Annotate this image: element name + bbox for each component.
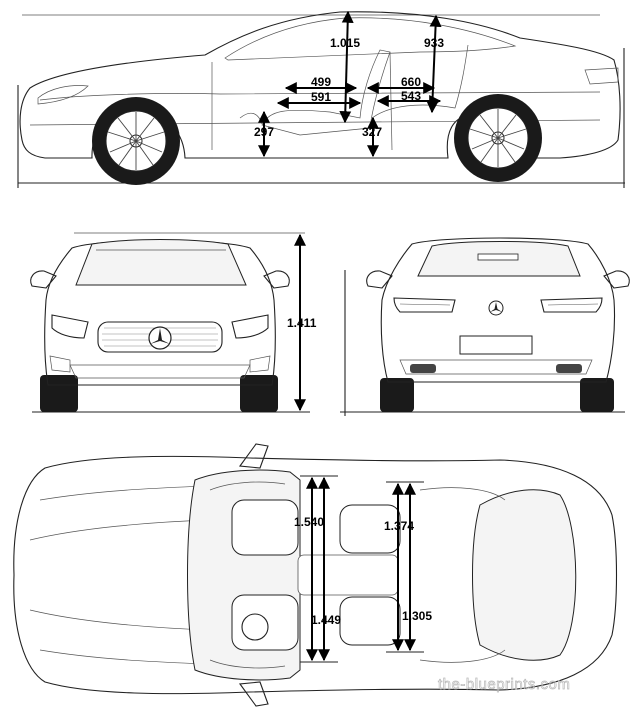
height-label: 1.411 <box>287 316 317 330</box>
watermark: the-blueprints.com <box>438 676 570 693</box>
headroom-rear-label: 933 <box>424 36 444 50</box>
top-body-outline <box>13 455 618 695</box>
seat-height-rear-label: 327 <box>362 125 382 139</box>
headroom-rear-line <box>426 14 442 114</box>
top-view: 1.540 1.374 1.449 1.305 <box>13 443 618 707</box>
legroom-rear-label: 660 <box>401 75 421 89</box>
front-wheel <box>92 97 180 185</box>
legroom-front-label: 499 <box>311 75 331 89</box>
hip-front-label: 1.449 <box>311 613 341 627</box>
rear-view <box>340 237 630 416</box>
headroom-front-line <box>339 10 354 124</box>
legroom-front-lower-label: 591 <box>311 90 331 104</box>
side-window <box>224 17 517 61</box>
rear-wheel <box>454 94 542 182</box>
shoulder-front-label: 1.540 <box>294 515 324 529</box>
legroom-rear-lower-label: 543 <box>401 89 421 103</box>
front-view: 1.411 <box>30 232 317 413</box>
rear-body-outline <box>380 237 616 383</box>
shoulder-rear-label: 1.374 <box>384 519 414 533</box>
headroom-front-label: 1.015 <box>330 36 360 50</box>
side-view: 1.015 933 499 591 660 543 297 327 <box>17 10 625 188</box>
seat-height-front-label: 297 <box>254 125 274 139</box>
hip-rear-label: 1.305 <box>402 609 432 623</box>
front-body-outline <box>44 239 276 386</box>
